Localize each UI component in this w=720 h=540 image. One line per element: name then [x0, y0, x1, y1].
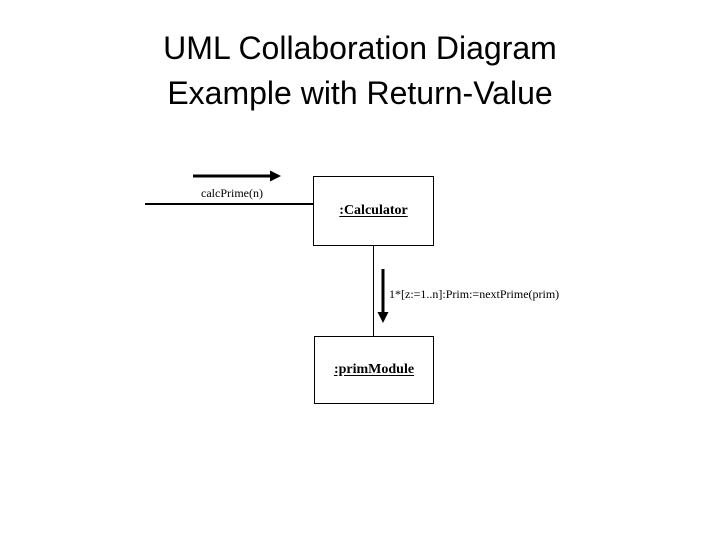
object-box-calculator[interactable]: :Calculator [313, 176, 434, 246]
message-arrow-calcprime [193, 170, 281, 182]
message-arrow-nextprime [377, 269, 389, 323]
object-label-primmodule: :primModule [333, 362, 415, 377]
message-label-calcprime: calcPrime(n) [201, 186, 263, 200]
link-line-actor-to-calculator [145, 203, 314, 205]
slide-title-line-2: Example with Return-Value [167, 75, 553, 111]
object-box-primmodule[interactable]: :primModule [314, 336, 434, 404]
slide-title: UML Collaboration Diagram Example with R… [0, 26, 720, 116]
link-line-calculator-to-primmodule [372, 246, 375, 337]
message-label-nextprime: 1*[z:=1..n]:Prim:=nextPrime(prim) [389, 287, 560, 301]
slide-title-line-1: UML Collaboration Diagram [163, 30, 557, 66]
object-label-calculator: :Calculator [339, 203, 408, 218]
